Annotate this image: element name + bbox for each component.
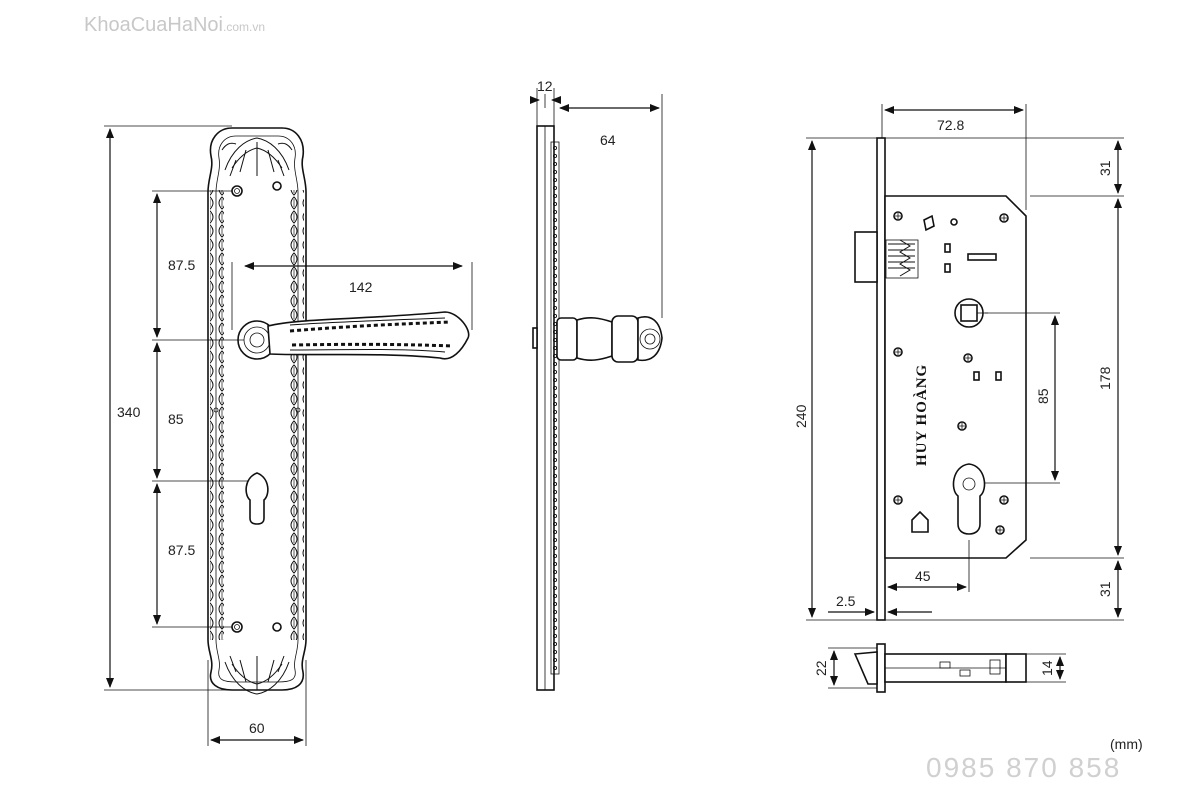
latch-bolt	[854, 231, 878, 283]
dim-handle-projection: 64	[600, 132, 616, 148]
left-ornament-band	[210, 190, 224, 640]
dim-lower-spacing: 87.5	[168, 542, 195, 558]
right-ornament-band	[290, 190, 304, 640]
watermark-logo: KhoaCuaHaNoi.com.vn	[84, 14, 265, 37]
dim-lock-total: 240	[793, 404, 809, 428]
dim-faceplate: 2.5	[836, 593, 856, 609]
top-view-faceplate	[876, 643, 886, 693]
mortise-lock-view: HUY HOÀNG 72.8 31 178 31 85 240	[793, 104, 1124, 621]
dim-lock-center: 85	[1035, 388, 1051, 404]
top-view-latch	[853, 651, 878, 685]
bottom-left-screw-hole	[231, 621, 243, 633]
lock-case	[884, 195, 1027, 559]
lever-handle-front	[237, 311, 470, 360]
top-left-screw-hole	[231, 185, 243, 197]
top-crown-ornament	[221, 137, 293, 177]
lock-faceplate	[876, 137, 886, 621]
latch-spring	[888, 243, 915, 269]
dim-lock-width: 72.8	[937, 117, 964, 133]
dim-latch-height: 22	[813, 660, 829, 676]
side-handle	[532, 315, 663, 363]
dim-lock-body: 178	[1097, 366, 1113, 390]
dim-handle-length: 142	[349, 279, 373, 295]
bottom-right-screw-hole	[272, 622, 282, 632]
dim-plate-height: 340	[117, 404, 141, 420]
case-screws	[893, 211, 1009, 535]
dim-lock-top: 31	[1097, 160, 1113, 176]
dim-backset: 45	[915, 568, 931, 584]
phone-number: 0985 870 858	[926, 752, 1122, 783]
cylinder-hole	[952, 463, 986, 535]
front-view: 340 87.5 85 87.5 142 60	[104, 125, 473, 746]
dim-latch-depth: 14	[1039, 660, 1055, 676]
dim-plate-width: 60	[249, 720, 265, 736]
lock-top-view: 22 14	[813, 643, 1066, 693]
dim-mid-spacing: 85	[168, 411, 184, 427]
dim-lock-bottom: 31	[1097, 581, 1113, 597]
side-view: 12 64	[530, 78, 663, 691]
watermark-tld: .com.vn	[222, 20, 265, 34]
bottom-crown-ornament	[224, 655, 290, 695]
keyhole	[245, 472, 269, 525]
unit-label: (mm)	[1110, 736, 1143, 752]
dim-upper-spacing: 87.5	[168, 257, 195, 273]
brand-text: HUY HOÀNG	[913, 364, 930, 466]
dim-plate-thickness: 12	[537, 78, 553, 94]
top-right-screw-hole	[272, 181, 282, 191]
watermark-site: KhoaCuaHaNoi	[84, 14, 223, 36]
